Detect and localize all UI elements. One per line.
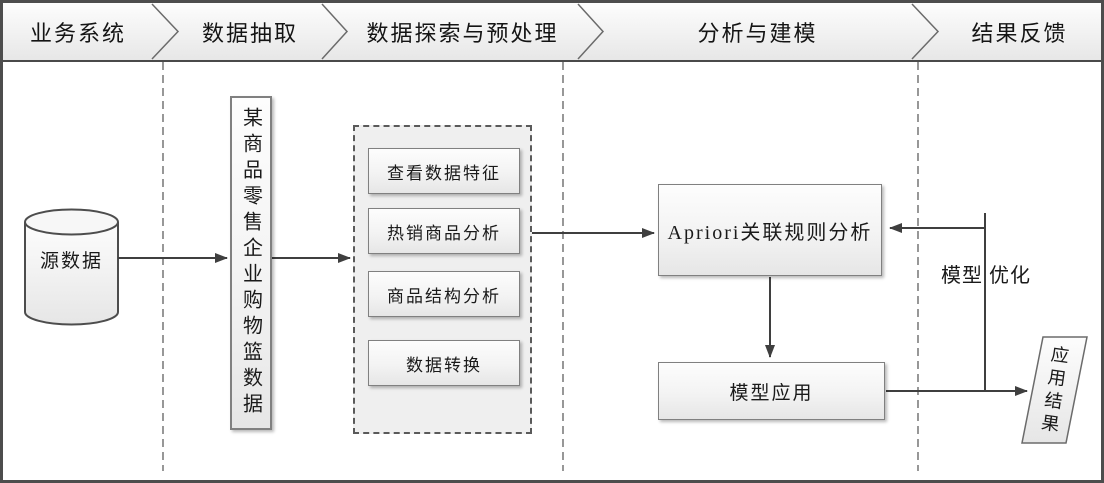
stage-header-band [3,3,1101,62]
step-hot-product-analysis: 热销商品分析 [368,208,520,254]
lane-separators [162,62,919,471]
apriori-node: Apriori关联规则分析 [658,184,882,276]
stage-result-feedback: 结果反馈 [971,20,1068,46]
stage-data-exploration: 数据探索与预处理 [366,20,559,46]
source-data-label: 源数据 [39,251,103,272]
result-parallelogram-shape [1021,336,1088,444]
stage-analysis-modeling: 分析与建模 [697,20,818,46]
step-view-data-features: 查看数据特征 [368,148,520,194]
database-cylinder-icon [24,208,119,326]
step-product-structure-analysis: 商品结构分析 [368,271,520,317]
stage-business-system: 业务系统 [29,20,126,46]
chevron-separator-icons [151,3,940,60]
model-apply-node: 模型应用 [658,362,885,420]
model-optimize-label: 模型 优化 [941,265,1031,287]
step-data-transformation: 数据转换 [368,340,520,386]
stage-data-extraction: 数据抽取 [201,20,298,46]
dataset-node: 某商品零售企业购物篮数据 [230,96,272,430]
